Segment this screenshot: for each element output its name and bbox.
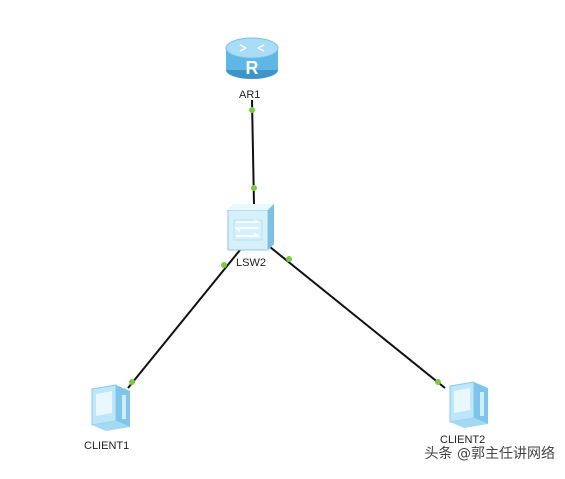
links bbox=[127, 99, 446, 389]
pc-icon[interactable] bbox=[91, 384, 130, 431]
client2-label: CLIENT2 bbox=[440, 434, 486, 446]
port-markers bbox=[129, 107, 441, 385]
port-client2 bbox=[435, 379, 441, 385]
port-lsw2-up bbox=[251, 185, 257, 191]
link-lsw2-client2[interactable] bbox=[269, 246, 446, 389]
router-label: AR1 bbox=[239, 89, 261, 101]
client1-label: CLIENT1 bbox=[84, 440, 130, 452]
watermark: 头条 @郭主任讲网络 bbox=[424, 446, 555, 462]
switch-icon[interactable] bbox=[227, 204, 274, 251]
port-ar1 bbox=[249, 107, 255, 113]
router-icon[interactable]: R bbox=[225, 37, 279, 79]
port-lsw2-right bbox=[286, 256, 292, 262]
link-lsw2-client1[interactable] bbox=[127, 249, 241, 389]
port-client1 bbox=[129, 379, 135, 385]
port-lsw2-left bbox=[221, 262, 227, 268]
switch-label: LSW2 bbox=[236, 257, 266, 269]
pc-icon[interactable] bbox=[449, 381, 488, 428]
router-letter: R bbox=[246, 58, 259, 78]
